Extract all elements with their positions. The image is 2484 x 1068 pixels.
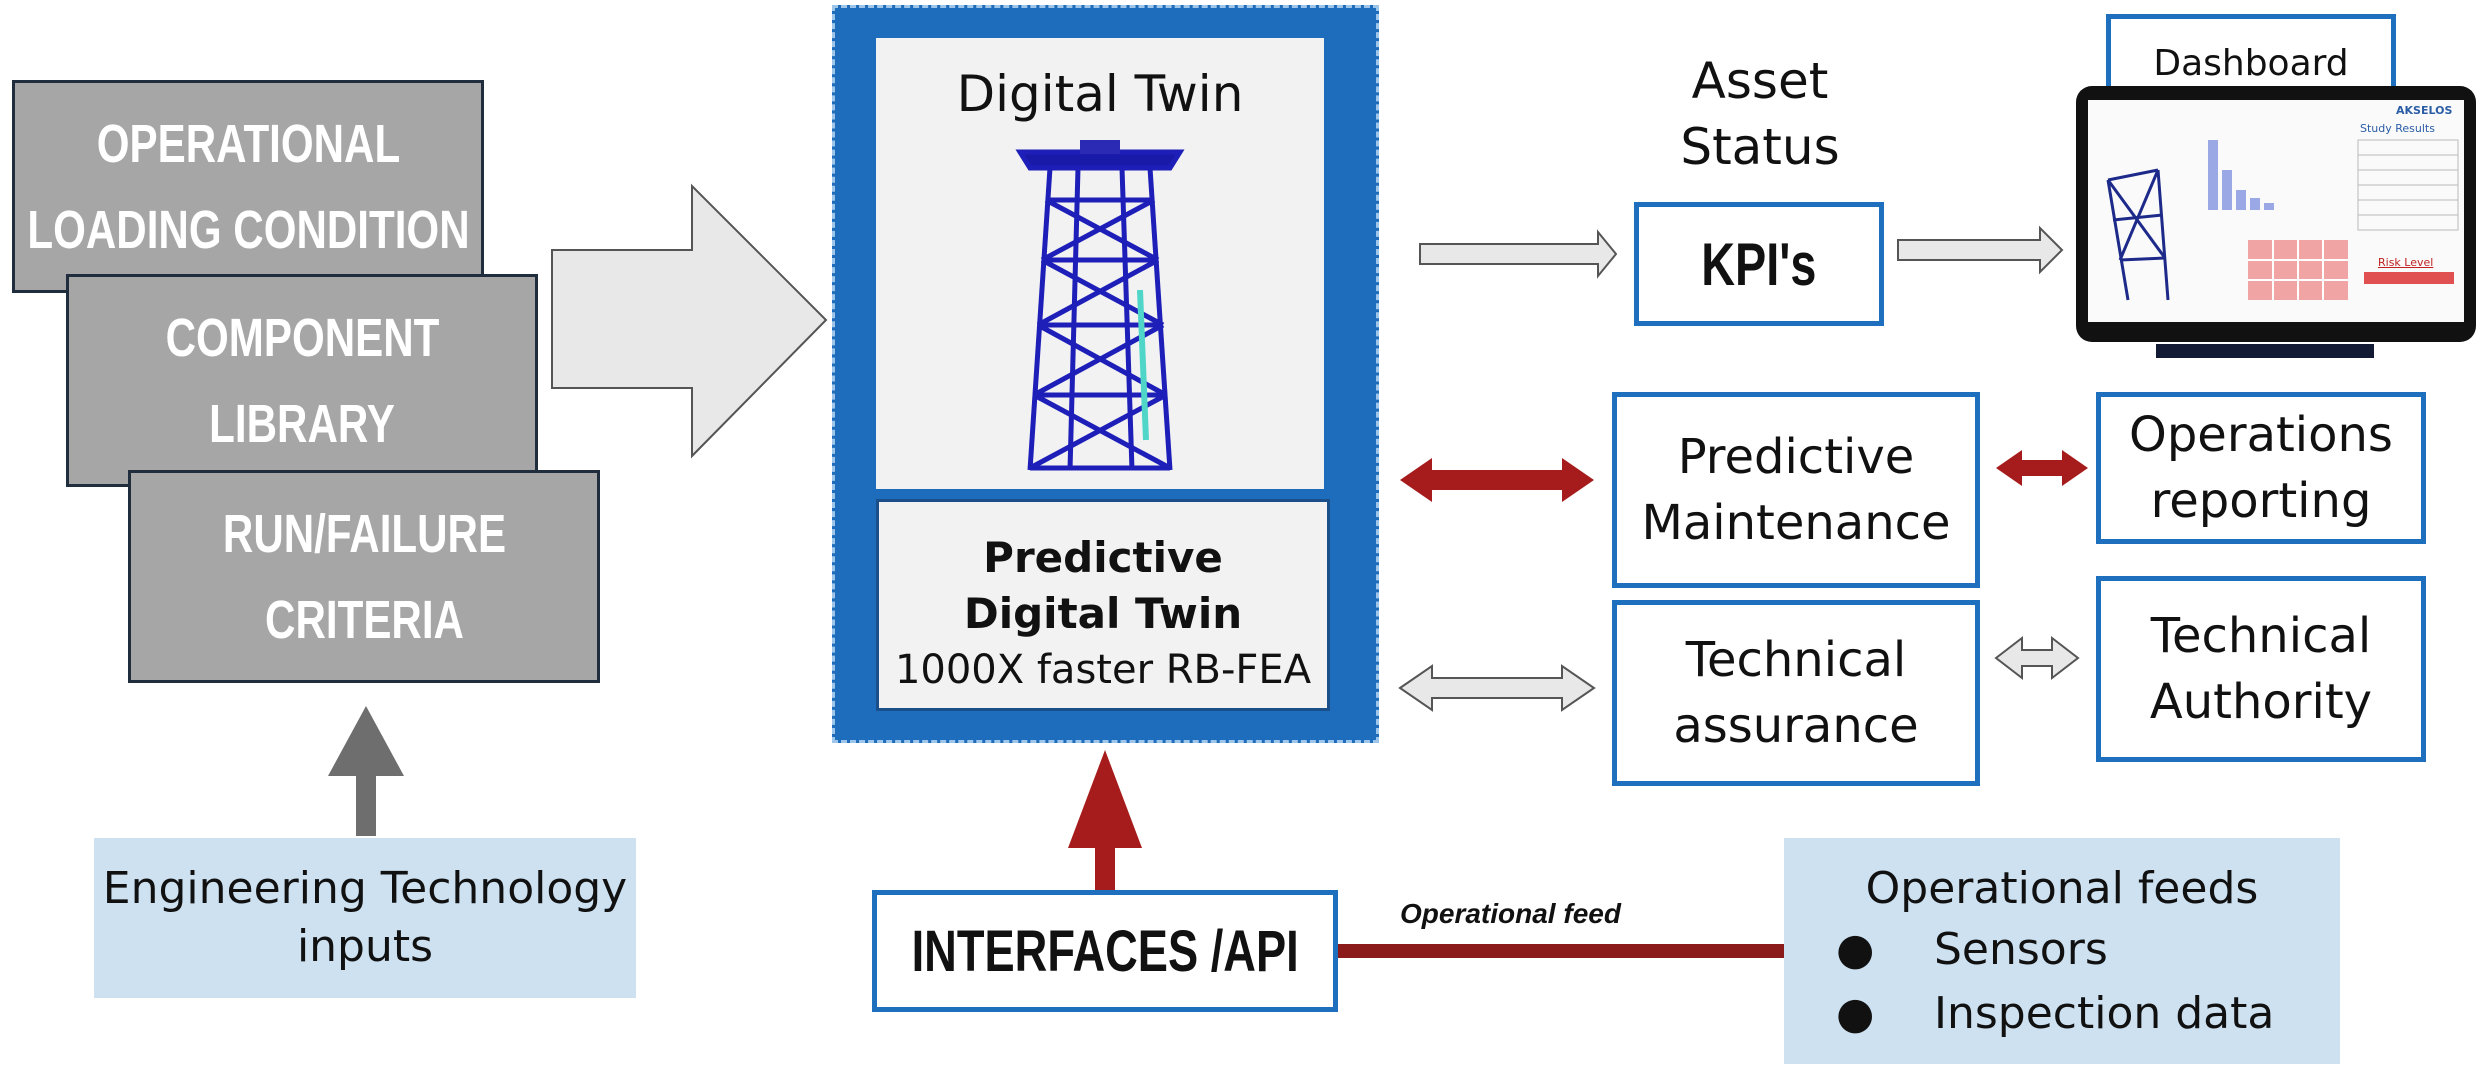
predictive-digital-twin-box: Predictive Digital Twin 1000X faster RB-…	[876, 499, 1330, 711]
predictive-line2: Digital Twin	[963, 589, 1243, 638]
asset-status-line2: Status	[1680, 118, 1840, 176]
run-failure-box: RUN/FAILURE CRITERIA	[128, 470, 600, 683]
run-failure-line1: RUN/FAILURE	[222, 503, 506, 564]
operational-loading-line2: LOADING CONDITION	[26, 199, 470, 260]
digital-twin-panel	[876, 38, 1324, 489]
operational-loading-line1: OPERATIONAL	[96, 113, 400, 174]
dashboard-content	[2106, 139, 2459, 301]
asset-status-line1: Asset	[1691, 52, 1829, 110]
component-library-box: COMPONENT LIBRARY	[66, 274, 538, 487]
predictive-maintenance-line1: Predictive	[1677, 429, 1915, 485]
component-library-line2: LIBRARY	[209, 393, 395, 454]
interfaces-api-label: INTERFACES /API	[911, 918, 1299, 984]
dashboard-risk-level: Risk Level	[2378, 256, 2434, 269]
kpi-label: KPI's	[1701, 230, 1817, 298]
operational-feed-line	[1338, 944, 1786, 958]
asset-status-label: Asset Status	[1650, 48, 1870, 180]
dashboard-monitor: AKSELOS Study Results Risk Level	[2076, 86, 2476, 342]
dashboard-study-results: Study Results	[2360, 122, 2435, 135]
predictive-maintenance-line2: Maintenance	[1641, 495, 1951, 551]
operational-feeds-title: Operational feeds	[1865, 863, 2259, 914]
interfaces-api-box: INTERFACES /API	[872, 890, 1338, 1012]
dashboard-title: Dashboard	[2106, 14, 2396, 94]
engineering-up-arrow	[328, 706, 404, 836]
technical-assurance-line1: Technical	[1685, 632, 1907, 688]
dashboard-screen: AKSELOS Study Results Risk Level	[2088, 100, 2464, 322]
twin-maintenance-double-arrow	[1400, 458, 1594, 502]
feed-item-inspection: ● Inspection data	[1784, 982, 2340, 1046]
technical-assurance-line2: assurance	[1673, 698, 1919, 754]
engineering-inputs-line2: inputs	[296, 921, 434, 972]
operations-reporting-box: Operations reporting	[2096, 392, 2426, 544]
run-failure-line2: CRITERIA	[264, 589, 464, 650]
twin-assurance-double-arrow	[1398, 664, 1596, 712]
digital-twin-title: Digital Twin	[956, 65, 1244, 123]
component-library-line1: COMPONENT	[165, 307, 439, 368]
bullet-icon: ●	[1836, 988, 1875, 1039]
interfaces-up-arrow	[1068, 750, 1142, 890]
assurance-authority-double-arrow	[1994, 635, 2080, 681]
operations-reporting-line2: reporting	[2150, 473, 2372, 529]
maintenance-reporting-double-arrow	[1996, 450, 2088, 486]
feed-item-label: Sensors	[1934, 924, 2108, 975]
operational-loading-box: OPERATIONAL LOADING CONDITION	[12, 80, 484, 293]
feed-item-label: Inspection data	[1934, 988, 2275, 1039]
bullet-icon: ●	[1836, 924, 1875, 975]
feed-item-sensors: ● Sensors	[1784, 918, 2340, 982]
technical-authority-box: Technical Authority	[2096, 576, 2426, 762]
technical-authority-line2: Authority	[2149, 674, 2373, 730]
speed-label: 1000X faster RB-FEA	[894, 647, 1312, 693]
operations-reporting-line1: Operations	[2129, 407, 2393, 463]
technical-assurance-box: Technical assurance	[1612, 600, 1980, 786]
dashboard-brand: AKSELOS	[2396, 104, 2453, 117]
technical-authority-line1: Technical	[2150, 608, 2372, 664]
big-input-arrow	[551, 183, 828, 459]
operational-feed-label: Operational feed	[1400, 898, 1621, 929]
kpi-to-dashboard-arrow	[1897, 225, 2064, 275]
twin-to-kpi-arrow	[1419, 229, 1618, 279]
predictive-maintenance-box: Predictive Maintenance	[1612, 392, 1980, 588]
offshore-structure-image	[1015, 140, 1185, 471]
engineering-inputs-box: Engineering Technology inputs	[94, 838, 636, 998]
operational-feeds-box: Operational feeds ● Sensors ● Inspection d…	[1784, 838, 2340, 1064]
dashboard-stand	[2156, 344, 2374, 358]
kpi-box: KPI's	[1634, 202, 1884, 326]
predictive-line1: Predictive	[983, 533, 1223, 582]
engineering-inputs-line1: Engineering Technology	[102, 863, 628, 914]
